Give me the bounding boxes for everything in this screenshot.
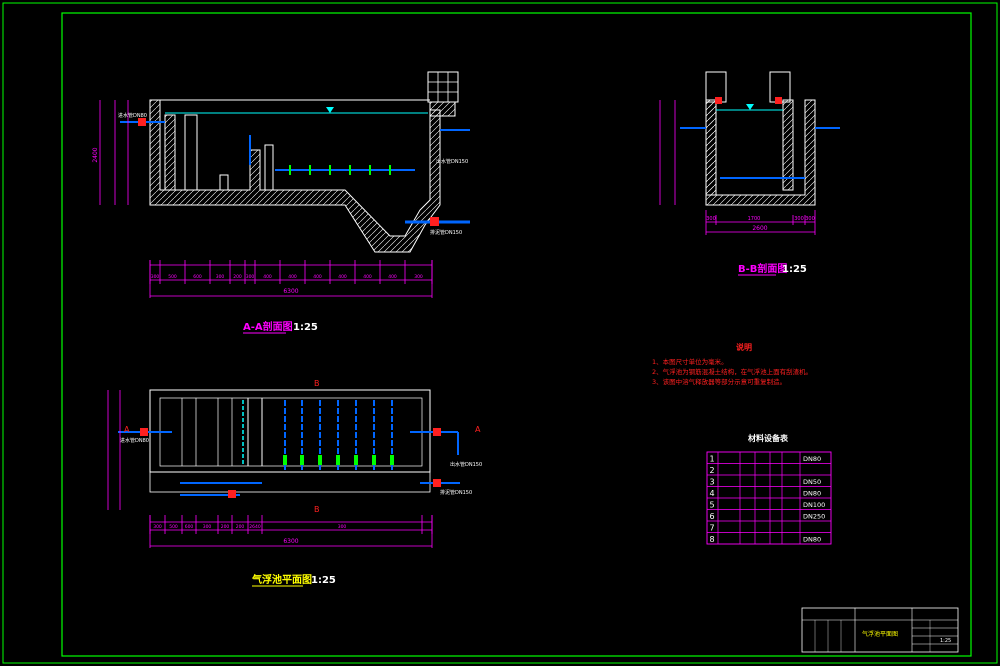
section-bb-title: B-B剖面图	[738, 262, 787, 275]
materials-row-spec: DN80	[803, 490, 821, 498]
plan-total-dim: 6300	[283, 538, 298, 545]
plan-scale: 1:25	[311, 575, 336, 586]
aa-dim-label: 300	[414, 274, 423, 280]
plan-dim-label: 300	[338, 524, 347, 530]
plan-inlet-label: 进水管DN80	[120, 437, 149, 444]
plan-title: 气浮池平面图	[251, 573, 312, 586]
materials-row-no: 3	[709, 478, 714, 487]
release-head	[390, 455, 394, 465]
plan-dim-label: 300	[153, 524, 162, 530]
release-head	[283, 455, 287, 465]
release-head	[318, 455, 322, 465]
aa-dim-label: 300	[151, 274, 160, 280]
materials-row-no: 6	[709, 512, 714, 521]
section-aa: 6300 2400 进水管DN80 出水管DN150 排泥管DN150	[92, 71, 470, 298]
materials-row-no: 7	[709, 524, 714, 533]
plan-outlet-label: 出水管DN150	[450, 461, 482, 468]
aa-vertical-dim: 2400	[92, 147, 99, 162]
materials-row-spec: DN50	[803, 478, 821, 486]
materials-row-no: 5	[709, 501, 714, 510]
section-bb-scale: 1:25	[782, 264, 807, 275]
aa-dim-label: 400	[288, 274, 297, 280]
bb-dim-2: 300	[794, 216, 804, 222]
aa-sludge-label: 排泥管DN150	[430, 229, 462, 236]
plan-dim-label: 200	[236, 524, 245, 530]
bb-dim-1: 1700	[748, 216, 761, 222]
materials-row-spec: DN80	[803, 455, 821, 463]
section-aa-title: A-A剖面图	[243, 320, 293, 333]
aa-outlet-label: 出水管DN150	[436, 158, 468, 165]
notes-heading: 说明	[736, 342, 752, 352]
materials-row-spec: DN80	[803, 536, 821, 544]
materials-row-no: 2	[709, 466, 714, 475]
plan-dim-label: 600	[185, 524, 194, 530]
section-bb: 300 1700 300 300 2600	[659, 71, 840, 235]
materials-row-no: 4	[709, 489, 714, 498]
aa-dim-label: 400	[263, 274, 272, 280]
materials-row-no: 8	[709, 535, 714, 544]
plan-marker-right: A	[475, 425, 481, 434]
aa-dim-label: 400	[313, 274, 322, 280]
materials-row-no: 1	[709, 455, 714, 464]
plan-dim-label: 300	[203, 524, 212, 530]
materials-row-spec: DN100	[803, 501, 825, 509]
aa-dim-label: 400	[388, 274, 397, 280]
plan-marker-bottom: B	[314, 505, 320, 514]
title-block-scale: 1:25	[940, 638, 951, 644]
title-block: 气浮池平面图 1:25	[801, 607, 959, 653]
plan-sludge-label: 排泥管DN150	[440, 489, 472, 496]
aa-dim-label: 500	[168, 274, 177, 280]
note-2: 2、气浮池为钢筋混凝土结构，在气浮池上面有刮渣机。	[652, 367, 812, 376]
release-head	[300, 455, 304, 465]
note-1: 1、本图尺寸单位为毫米。	[652, 357, 728, 366]
bb-dim-3: 300	[805, 216, 815, 222]
plan-marker-left: A	[124, 425, 130, 434]
plan-view: 300 500 600 300 200 200 2640 300 6300 B B A A 进…	[107, 379, 482, 548]
bb-total-dim: 2600	[752, 225, 767, 232]
materials-row-spec: DN250	[803, 513, 825, 521]
note-3: 3、该图中溶气释放器等部分示意可重复制造。	[652, 377, 786, 386]
aa-total-dim: 6300	[283, 288, 298, 295]
release-head	[336, 455, 340, 465]
aa-dim-label: 600	[193, 274, 202, 280]
aa-dim-label: 400	[338, 274, 347, 280]
release-head	[354, 455, 358, 465]
bb-dim-0: 300	[706, 216, 716, 222]
aa-dim-label: 400	[363, 274, 372, 280]
aa-dim-label: 300	[246, 274, 255, 280]
aa-inlet-label: 进水管DN80	[118, 112, 147, 119]
inner-frame	[61, 12, 972, 657]
plan-marker-top: B	[314, 379, 320, 388]
section-aa-scale: 1:25	[293, 322, 318, 333]
release-head	[372, 455, 376, 465]
title-block-name: 气浮池平面图	[862, 630, 898, 638]
aa-dim-label: 300	[216, 274, 225, 280]
plan-dim-label: 200	[221, 524, 230, 530]
aa-dim-label: 200	[233, 274, 242, 280]
plan-dim-label: 2640	[249, 524, 261, 530]
materials-table-title: 材料设备表	[748, 433, 789, 443]
plan-dim-label: 500	[169, 524, 178, 530]
